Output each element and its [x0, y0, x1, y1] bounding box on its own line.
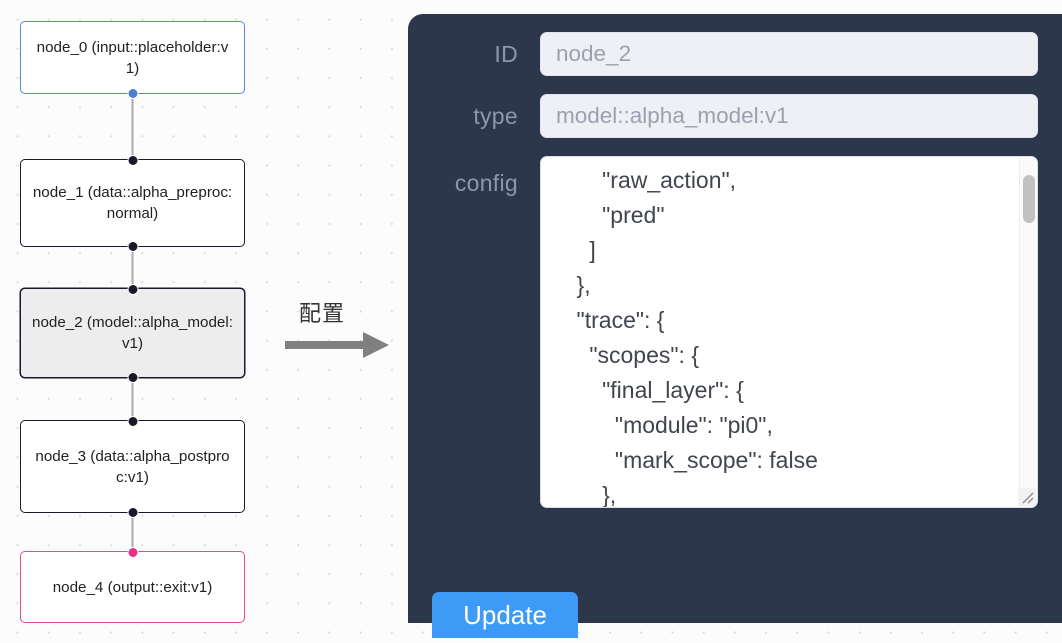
annotation-arrow-group: 配置 [285, 296, 397, 362]
field-row-config: config "raw_action", "pred" ] }, "trace"… [432, 156, 1038, 508]
config-panel: ID node_2 type model::alpha_model:v1 con… [408, 14, 1062, 638]
flow-node-node_2[interactable]: node_2 (model::alpha_model:v1) [20, 283, 245, 383]
right-arrow-icon [285, 332, 389, 358]
field-row-type: type model::alpha_model:v1 [432, 94, 1038, 138]
flow-node-label: node_2 (model::alpha_model:v1) [32, 314, 233, 352]
node-target-handle[interactable] [127, 283, 138, 295]
flow-node-label: node_4 (output::exit:v1) [52, 578, 213, 596]
flow-node-label: node_3 (data::alpha_postproc:v1) [35, 447, 230, 486]
type-field-label: type [473, 102, 518, 129]
vertical-scrollbar[interactable] [1019, 158, 1036, 506]
node-source-handle[interactable] [127, 371, 138, 383]
field-row-id: ID node_2 [432, 32, 1038, 76]
id-field-label: ID [494, 40, 518, 67]
node-target-handle[interactable] [127, 415, 138, 427]
flow-node-node_0[interactable]: node_0 (input::placeholder:v1) [20, 21, 245, 99]
resize-handle-icon[interactable] [1018, 488, 1036, 506]
config-field-label: config [454, 170, 518, 196]
config-textarea-content[interactable]: "raw_action", "pred" ] }, "trace": { "sc… [576, 167, 818, 507]
annotation-arrow-label: 配置 [299, 301, 346, 326]
scrollbar-thumb[interactable] [1023, 175, 1035, 223]
flow-node-node_1[interactable]: node_1 (data::alpha_preproc:normal) [20, 154, 245, 252]
node-source-handle[interactable] [127, 506, 138, 518]
flow-node-node_3[interactable]: node_3 (data::alpha_postproc:v1) [20, 415, 245, 518]
flow-node-label: node_1 (data::alpha_preproc:normal) [32, 184, 233, 222]
flow-node-node_4[interactable]: node_4 (output::exit:v1) [20, 546, 245, 623]
id-input[interactable]: node_2 [540, 32, 1038, 76]
node-source-handle[interactable] [127, 87, 138, 99]
config-textarea[interactable]: "raw_action", "pred" ] }, "trace": { "sc… [540, 156, 1038, 508]
flow-node-label: node_0 (input::placeholder:v1) [36, 38, 229, 77]
node-source-handle[interactable] [127, 240, 138, 252]
node-target-handle[interactable] [127, 154, 138, 166]
update-button[interactable]: Update [432, 592, 578, 638]
node-target-handle[interactable] [127, 546, 138, 558]
type-input[interactable]: model::alpha_model:v1 [540, 94, 1038, 138]
